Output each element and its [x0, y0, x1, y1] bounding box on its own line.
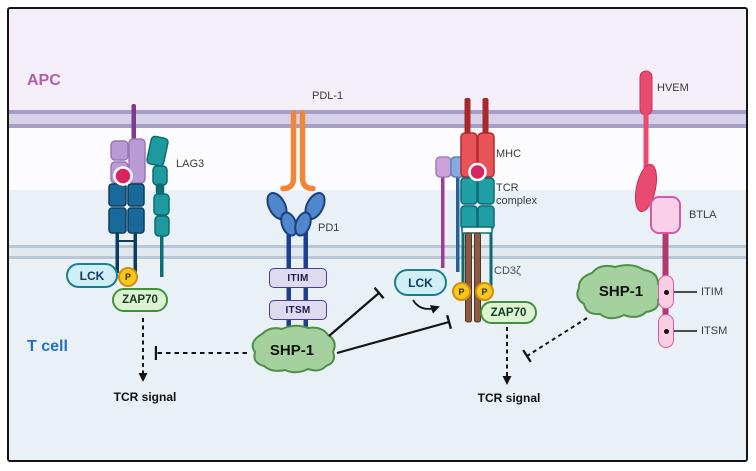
lag3-molecule: [146, 135, 170, 277]
phospho-p-right-1: P: [452, 282, 471, 301]
apc-membrane: [9, 110, 746, 128]
tcr-left-molecule: [108, 183, 145, 273]
itim-itsm-pointer-lines: [670, 291, 697, 332]
shp1-blob-center: [251, 324, 336, 374]
shp1-blob-right: [576, 264, 663, 320]
tcr-signal-label-right: TCR signal: [477, 391, 541, 405]
hvem-label: HVEM: [657, 82, 689, 94]
itsm-phospho-dot: [663, 328, 669, 334]
btla-itsm-motif: [658, 314, 674, 348]
t-cell-membrane: [9, 245, 746, 259]
itim-right-label: ITIM: [701, 286, 723, 298]
btla-label: BTLA: [689, 209, 717, 221]
shp1-right-label: SHP-1: [598, 283, 644, 300]
shp1-right-inhibition: [522, 317, 588, 363]
peptide-antigen-left: [113, 166, 133, 186]
pdl1-label: PDL-1: [312, 90, 344, 102]
shp1-center-label: SHP-1: [269, 342, 315, 359]
peptide-antigen-center: [468, 162, 487, 182]
pdl1-ligand: [280, 110, 316, 192]
zap70-right: ZAP70: [480, 301, 537, 324]
phospho-p-right-2: P: [475, 282, 494, 301]
itsm-right-label: ITSM: [701, 325, 728, 337]
t-cell-region: [9, 190, 746, 460]
apc-cell-label: APC: [27, 72, 61, 89]
cd3-zeta-label: CD3ζ: [494, 265, 521, 277]
cd3-zeta-chains: [465, 232, 481, 323]
shp1-inhibits-lck: [328, 286, 385, 337]
pd1-itim-motif: ITIM: [269, 268, 327, 288]
lck-kinase-left: LCK: [66, 263, 118, 288]
zap70-left: ZAP70: [112, 288, 168, 312]
lck-phosphorylation-arrow: [412, 299, 440, 314]
lck-kinase-right: LCK: [394, 269, 447, 296]
tcr-complex-label: TCR complex: [496, 182, 537, 207]
hvem-ligand: [634, 70, 658, 213]
shp1-inhibits-cd3: [336, 314, 453, 355]
pd1-label: PD1: [318, 222, 340, 234]
lag3-label: LAG3: [176, 158, 205, 170]
tcr-complex-molecule: [460, 177, 495, 291]
phospho-p-left: P: [118, 267, 138, 287]
itim-phospho-dot: [663, 289, 669, 295]
btla-itim-motif: [658, 275, 674, 309]
t-cell-label: T cell: [27, 338, 68, 355]
apc-cell-region: [9, 9, 746, 110]
mhc-label: MHC: [496, 148, 522, 160]
tcr-signal-label-left: TCR signal: [113, 390, 177, 404]
pd1-itsm-motif: ITSM: [269, 300, 327, 320]
coreceptor-chains: [435, 156, 467, 272]
